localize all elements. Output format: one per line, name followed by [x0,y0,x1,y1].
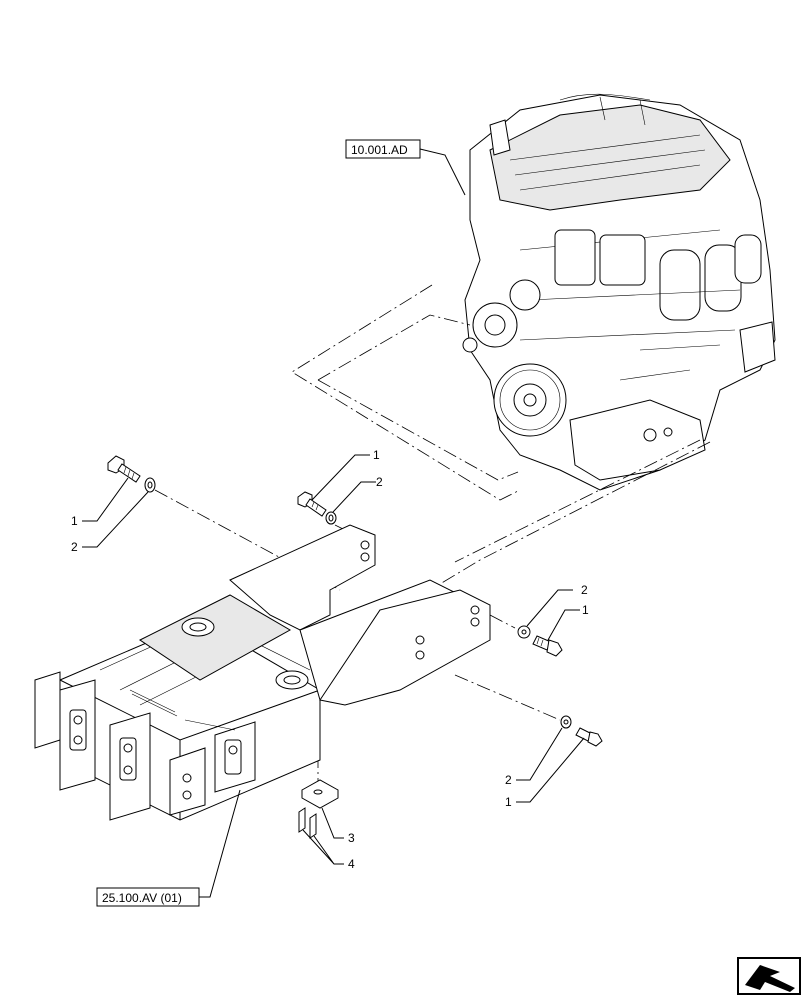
bolt-upper-left [107,455,141,483]
bolt-right-upper [532,635,563,657]
callout-bolt-upper-left[interactable]: 1 [71,514,78,528]
bolt-right-lower [575,727,603,747]
callout-plate-bracket[interactable]: 3 [348,831,355,845]
next-page-arrow-icon[interactable] [737,957,801,995]
plate-bracket [301,779,339,809]
callout-washer-right-lower[interactable]: 2 [505,773,512,787]
callout-bolt-upper-middle[interactable]: 1 [373,448,380,462]
engine-reference[interactable]: 10.001.AD [345,139,466,196]
washer-upper-left [144,477,156,493]
engine-assembly [462,93,776,491]
callout-bolts-bracket[interactable]: 4 [348,857,355,871]
front-frame [34,524,491,821]
callout-washer-right-upper[interactable]: 2 [581,583,588,597]
frame-reference-text: 25.100.AV (01) [102,891,182,905]
callout-leaders [82,454,585,865]
callout-washer-upper-left[interactable]: 2 [71,540,78,554]
bolts-bracket [298,807,317,839]
bolt-upper-middle [297,491,327,517]
callout-bolt-right-lower[interactable]: 1 [505,795,512,809]
washer-right-upper [517,625,531,639]
washer-right-lower [560,715,572,729]
washer-upper-middle [325,511,337,525]
engine-reference-text: 10.001.AD [351,143,408,157]
frame-reference[interactable]: 25.100.AV (01) [96,789,241,907]
callout-bolt-right-upper[interactable]: 1 [582,603,589,617]
callout-washer-upper-middle[interactable]: 2 [376,475,383,489]
